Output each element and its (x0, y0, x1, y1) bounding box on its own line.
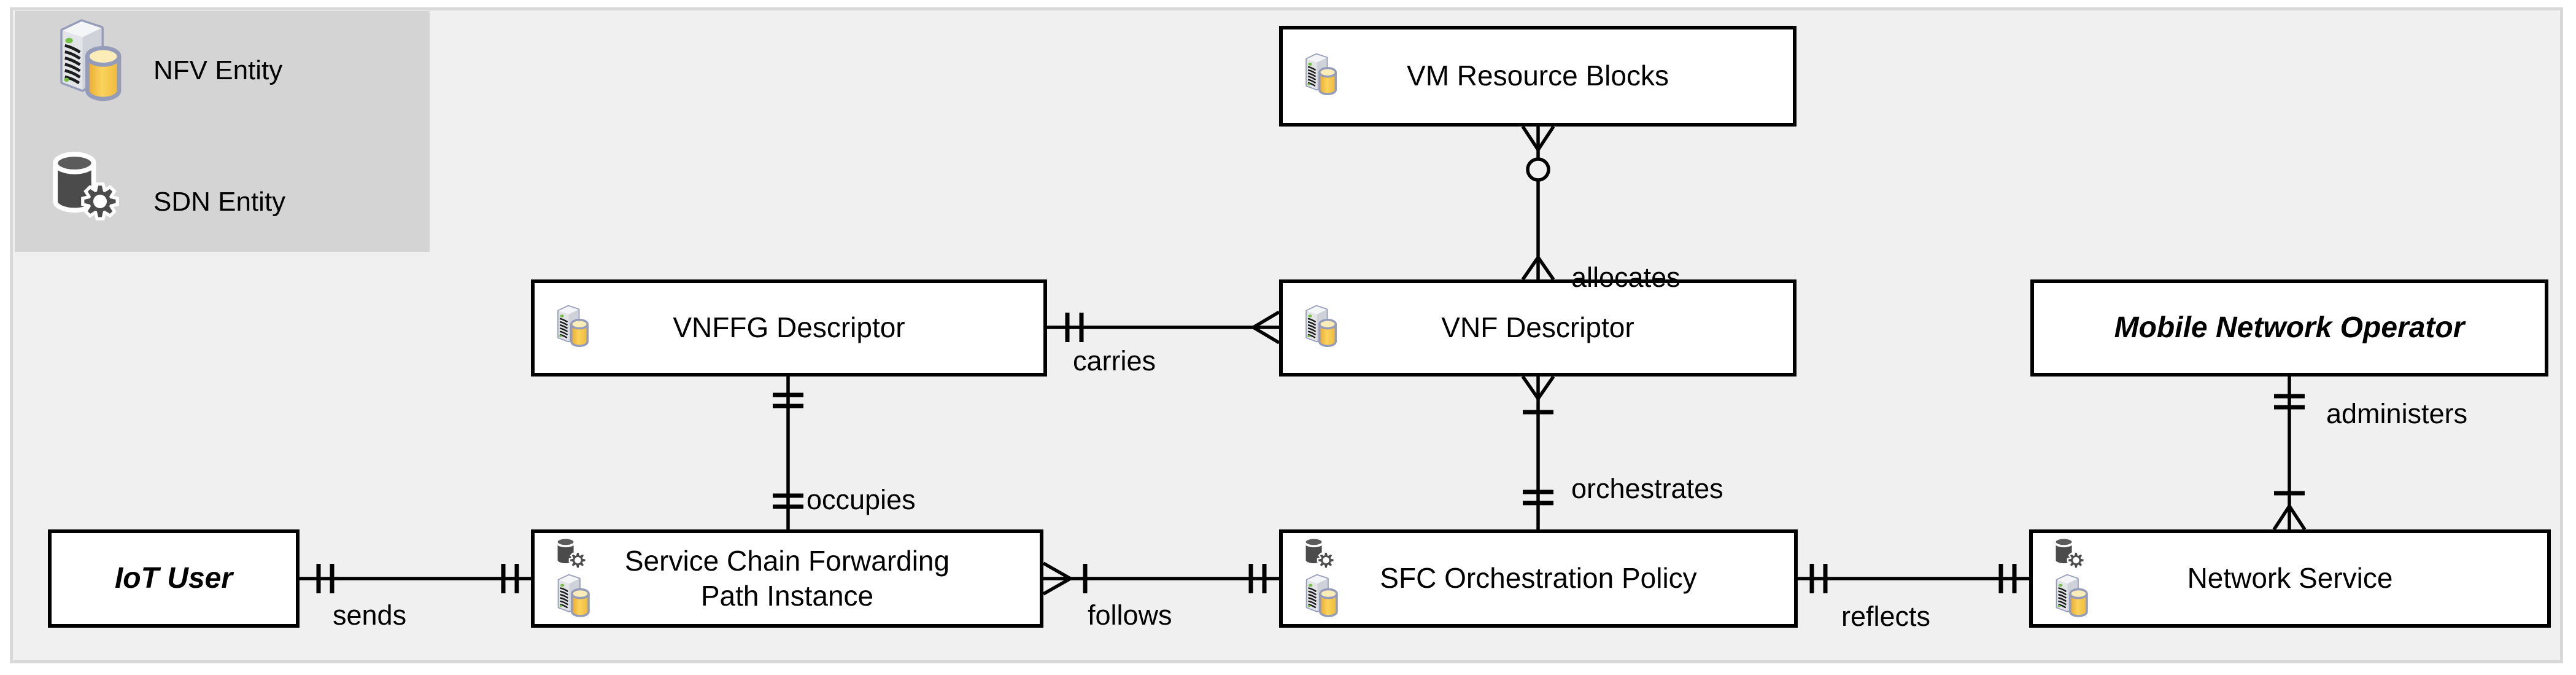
legend-label-nfv-entity: NFV Entity (153, 55, 283, 85)
entity-label: VNF Descriptor (1441, 311, 1634, 344)
relationship-label-follows: follows (1088, 599, 1172, 631)
sdn-entity-icon (44, 149, 124, 225)
relationship-label-reflects: reflects (1841, 601, 1931, 632)
relationship-label-orchestrates: orchestrates (1571, 473, 1723, 504)
entity-label: Service Chain Forwarding Path Instance (624, 544, 950, 612)
nfv-icon (548, 304, 591, 352)
entity-label: VNFFG Descriptor (673, 311, 905, 344)
entity-network-service[interactable]: Network Service (2029, 529, 2551, 628)
sdn-icon (1299, 535, 1337, 572)
entity-service-chain-forwarding-path-instance[interactable]: Service Chain Forwarding Path Instance (531, 529, 1043, 628)
relationship-label-administers: administers (2326, 398, 2468, 429)
entity-vnffg-descriptor[interactable]: VNFFG Descriptor (531, 279, 1047, 377)
entity-label: Mobile Network Operator (2114, 311, 2465, 344)
entity-vm-resource-blocks[interactable]: VM Resource Blocks (1279, 26, 1797, 127)
relationship-label-carries: carries (1073, 345, 1156, 377)
entity-iot-user[interactable]: IoT User (48, 529, 300, 628)
nfv-icon (1296, 573, 1340, 622)
entity-label: VM Resource Blocks (1407, 60, 1669, 92)
nfv-icon (2046, 573, 2091, 622)
entity-mobile-network-operator[interactable]: Mobile Network Operator (2030, 279, 2548, 377)
legend-label-sdn-entity: SDN Entity (153, 187, 286, 217)
entity-sfc-orchestration-policy[interactable]: SFC Orchestration Policy (1279, 529, 1798, 628)
sdn-icon (2049, 535, 2087, 572)
nfv-icon (548, 573, 592, 622)
relationship-label-occupies: occupies (806, 484, 916, 515)
entity-label: Network Service (2187, 562, 2393, 595)
relationship-label-sends: sends (333, 599, 407, 631)
nfv-icon (1296, 304, 1339, 352)
relationship-label-allocates: allocates (1571, 262, 1681, 293)
sdn-icon (551, 535, 589, 572)
entity-label: SFC Orchestration Policy (1380, 562, 1697, 595)
entity-vnf-descriptor[interactable]: VNF Descriptor (1279, 279, 1797, 377)
nfv-entity-icon (42, 17, 126, 111)
entity-label: IoT User (114, 562, 233, 595)
nfv-icon (1296, 52, 1339, 100)
legend: NFV Entity SDN Entity (15, 11, 430, 252)
